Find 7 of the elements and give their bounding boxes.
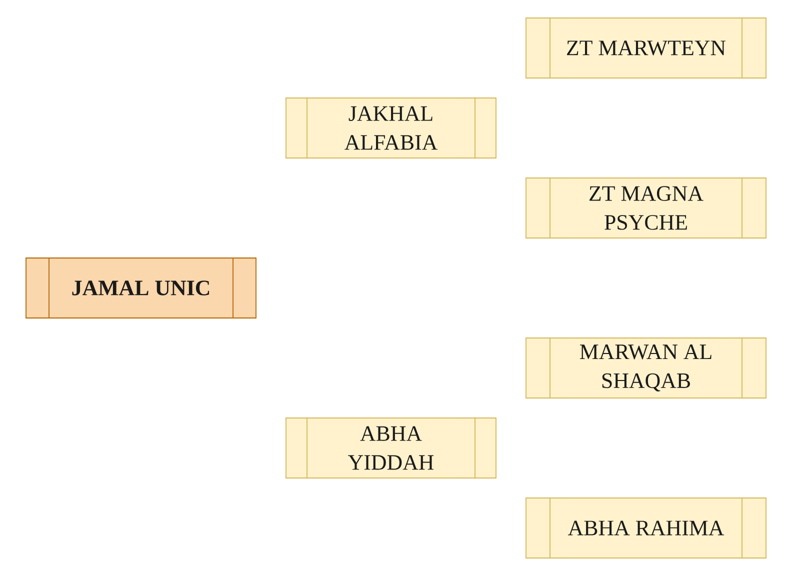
process-box: ZT MAGNA PSYCHE <box>526 178 766 238</box>
process-box: ZT MARWTEYN <box>526 18 766 78</box>
process-box: MARWAN AL SHAQAB <box>526 338 766 398</box>
process-box: JAKHAL ALFABIA <box>286 98 496 158</box>
process-box: ABHA RAHIMA <box>526 498 766 558</box>
process-box: ABHA YIDDAH <box>286 418 496 478</box>
process-box: JAMAL UNIC <box>26 258 256 318</box>
